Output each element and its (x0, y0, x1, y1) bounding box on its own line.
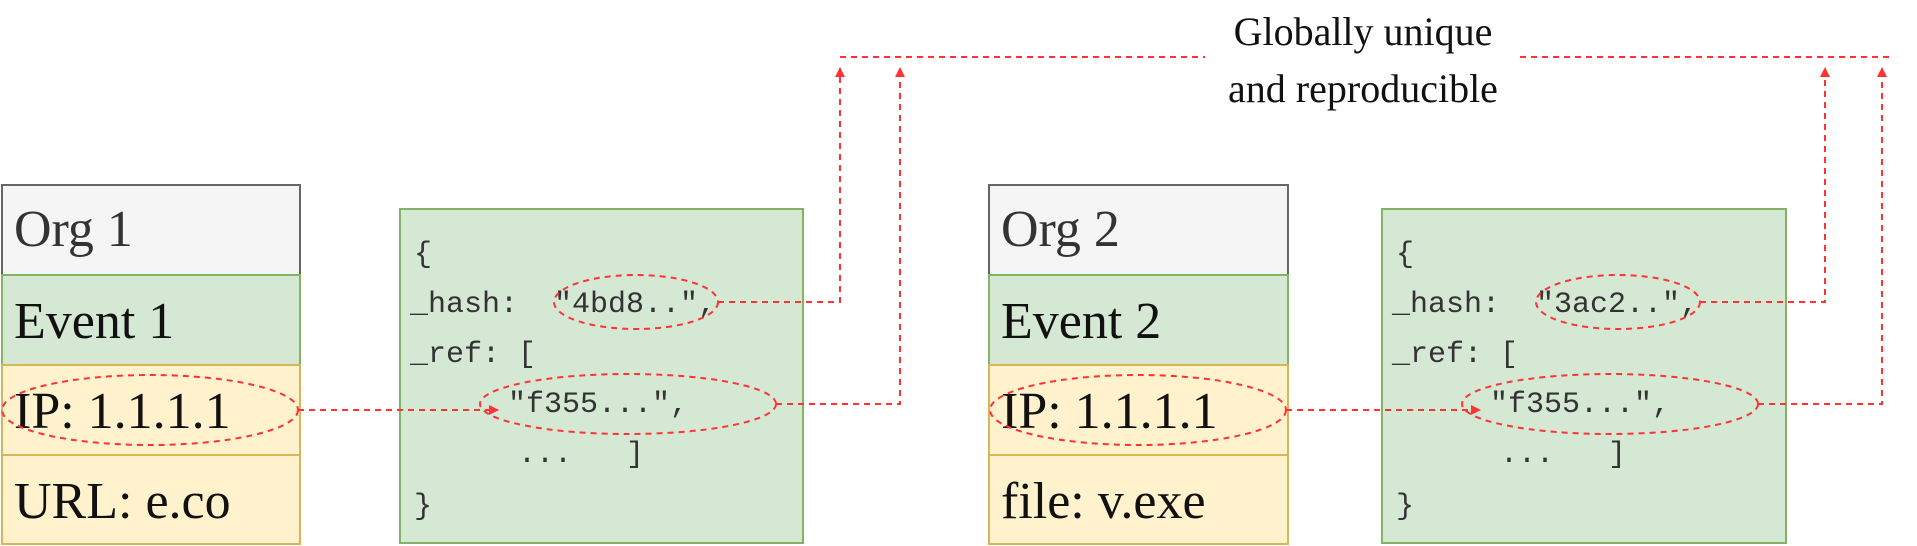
org1-json-box: { _hash: "4bd8..", _ref: [ "f355...", ..… (399, 208, 804, 544)
caption-line2: and reproducible (1228, 66, 1498, 111)
org2-json-ref-value: "f355...", (1490, 388, 1670, 422)
org2-attr-cell (988, 454, 1289, 545)
org2-hash-up-arrow (1700, 67, 1830, 303)
org2-ref-up-arrow (1758, 67, 1887, 405)
org1-ref-up-arrow (776, 67, 905, 405)
org1-connectors (298, 67, 905, 415)
caption: Globally unique and reproducible (840, 9, 1890, 111)
org1-ip: IP: 1.1.1.1 (14, 383, 231, 440)
org1-json-ref-value: "f355...", (508, 388, 688, 422)
org1-hash-up-arrow (718, 67, 845, 303)
org1-json-ellipsis: ... ] (518, 438, 644, 472)
org2-header-cell (988, 184, 1289, 276)
org2-json-box: { _hash: "3ac2..", _ref: [ "f355...", ..… (1381, 208, 1787, 544)
org1-json-open: { (414, 238, 432, 272)
org2-table: Org 2 Event 2 IP: 1.1.1.1 file: v.exe (988, 184, 1289, 545)
org2-ip: IP: 1.1.1.1 (1001, 383, 1218, 440)
org1-attr: URL: e.co (14, 473, 231, 530)
org1-event-cell (1, 274, 301, 366)
org1-json-close: } (414, 490, 432, 524)
org2-connectors (1286, 67, 1887, 415)
org1-table: Org 1 Event 1 IP: 1.1.1.1 URL: e.co (1, 184, 301, 545)
org2-ip-cell (988, 364, 1289, 456)
org2-event: Event 2 (1001, 293, 1161, 350)
org1-header-cell (1, 184, 301, 276)
org1-json-hash-key: _hash: (409, 288, 518, 322)
org1-event: Event 1 (14, 293, 174, 350)
org1-json-panel (399, 208, 804, 544)
org2-json-ellipsis: ... ] (1500, 438, 1626, 472)
org2-event-cell (988, 274, 1289, 366)
org1-attr-cell (1, 454, 301, 545)
org2-json-close: } (1396, 490, 1414, 524)
org2-attr: file: v.exe (1001, 473, 1206, 530)
caption-line1: Globally unique (1234, 9, 1493, 54)
org2-json-hash-key: _hash: (1391, 288, 1500, 322)
org2-json-ref-key: _ref: [ (1391, 338, 1518, 372)
org2-json-hash-value: "3ac2..", (1536, 288, 1698, 322)
org1-json-ref-key: _ref: [ (409, 338, 536, 372)
org2-header: Org 2 (1001, 201, 1120, 258)
org1-header: Org 1 (14, 201, 133, 258)
org2-json-open: { (1396, 238, 1414, 272)
org1-json-hash-value: "4bd8..", (554, 288, 716, 322)
org2-json-panel (1381, 208, 1787, 544)
